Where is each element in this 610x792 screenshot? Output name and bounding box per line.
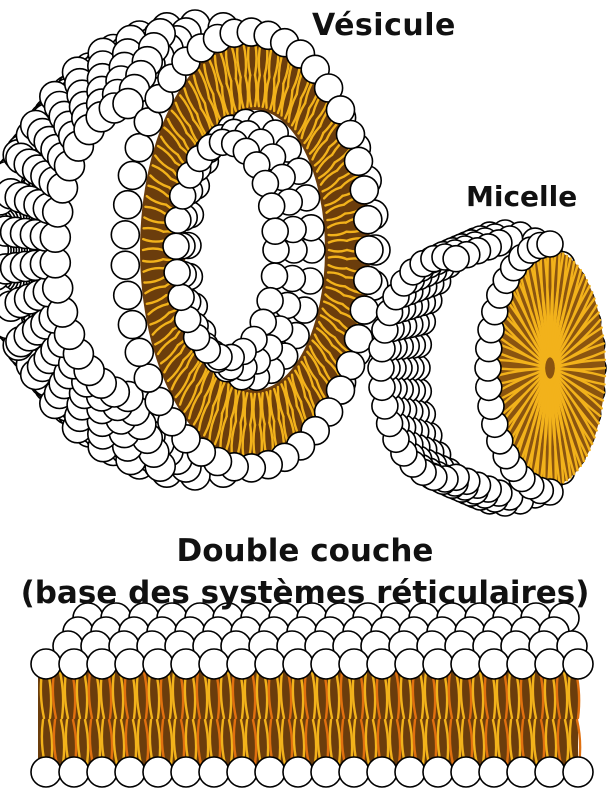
bilayer-label: Double couche (base des systèmes réticul…	[0, 530, 610, 614]
micelle-structure	[368, 220, 606, 516]
bilayer-core	[38, 668, 580, 768]
vesicle-structure	[0, 10, 390, 490]
bilayer-title: Double couche	[0, 530, 610, 572]
bilayer-structure	[31, 603, 593, 787]
bilayer-subtitle: (base des systèmes réticulaires)	[0, 572, 610, 614]
vesicle-label: Vésicule	[312, 8, 456, 43]
micelle-label: Micelle	[466, 180, 577, 213]
micelle-core-section	[475, 231, 605, 505]
vesicle-bilayer-section	[111, 18, 383, 482]
